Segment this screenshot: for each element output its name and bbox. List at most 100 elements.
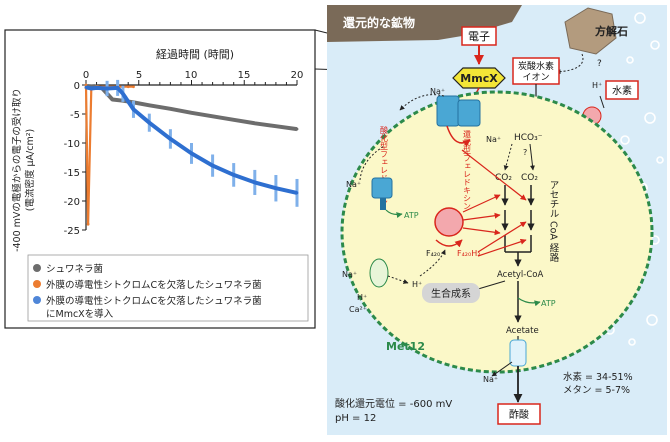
- mineral-label: 還元的な鉱物: [343, 15, 415, 30]
- f420-label: F₄₂₀: [426, 249, 440, 258]
- x-tick-15: 15: [238, 70, 251, 81]
- x-tick-labels: 0 5 10 15 20: [83, 70, 304, 81]
- calcite-mineral: [564, 7, 617, 55]
- legend-marker-shewanella: [33, 264, 41, 272]
- series-shewanella-point: [295, 127, 299, 131]
- y-axis-label-line2: (電流密度 μA/cm²): [24, 129, 36, 211]
- series-deletion-point: [126, 85, 130, 89]
- hco3-label: HCO₃⁻: [514, 133, 543, 143]
- acetate-transporter: [509, 339, 527, 367]
- atp-arrow-left: [385, 209, 403, 218]
- f420h2-label: F₄₂₀H₂: [457, 249, 480, 258]
- electron-donor-arrows: [461, 149, 527, 257]
- series-mmcx-point: [190, 152, 193, 155]
- f420-reduction-arrow: [435, 239, 463, 248]
- calcite-arrow: [555, 53, 584, 75]
- series-mmcx-point: [253, 181, 257, 184]
- electron-label: 電子: [468, 30, 490, 43]
- acetic-acid-label: 酢酸: [509, 408, 529, 421]
- acetyl-coa-label: Acetyl-CoA: [497, 270, 543, 280]
- mmcx-label: MmcX: [460, 72, 498, 85]
- atp-label-left: ATP: [404, 211, 419, 220]
- y-tick-10: -10: [64, 139, 80, 150]
- antiporter: [369, 258, 389, 288]
- acetate-label: Acetate: [506, 326, 539, 336]
- series-mmcx-point: [295, 191, 299, 195]
- biosynthesis-label: 生合成系: [431, 287, 471, 300]
- biosynthesis-badge: [422, 283, 480, 303]
- series-mmcx-point: [84, 85, 88, 89]
- legend-marker-deletion: [33, 280, 41, 288]
- hydrogenase-stalk: [599, 95, 605, 109]
- series-shewanella-point: [232, 118, 236, 122]
- atp-synthase: [371, 177, 393, 199]
- y-tick-labels: 0 -5 -10 -15 -20 -25: [64, 81, 80, 237]
- hydrogen-hplus: H⁺: [592, 81, 602, 90]
- bicarbonate-label-1: 炭酸水素: [518, 60, 554, 72]
- x-tick-0: 0: [83, 70, 89, 81]
- x-tick-20: 20: [291, 70, 304, 81]
- series-mmcx-point: [89, 87, 93, 90]
- top-naplus: Na⁺: [430, 87, 445, 96]
- atp-arrow-right: [517, 297, 541, 307]
- x-tick-10: 10: [185, 70, 198, 81]
- legend-label-mmcx-line2: にMmcXを導入: [46, 308, 114, 320]
- series-mmcx-point: [232, 173, 236, 177]
- hco3-to-co2-1: [503, 143, 513, 171]
- membrane-complex-1: [436, 95, 460, 127]
- membrane-complex-2: [457, 99, 481, 127]
- series-mmcx-point: [132, 107, 135, 111]
- na-export-arrow: [491, 361, 513, 377]
- x-tick-5: 5: [136, 70, 142, 81]
- y-tick-25: -25: [64, 226, 80, 237]
- pathway-arrows: [501, 185, 535, 267]
- series-mmcx-point: [105, 87, 109, 90]
- series-shewanella-point: [190, 111, 193, 115]
- series-deletion-point: [86, 222, 90, 226]
- antiporter-hplus: H⁺: [357, 293, 367, 302]
- redox-potential: 酸化還元電位 = -600 mV: [335, 397, 452, 410]
- hco3-question: ?: [523, 148, 527, 157]
- organism-label: Met12: [386, 340, 425, 353]
- mmcx-protein: [452, 67, 506, 89]
- series-mmcx-point: [169, 137, 172, 141]
- methane-percent: メタン = 5-7%: [563, 385, 630, 396]
- bottom-naplus: Na⁺: [483, 375, 498, 384]
- hplus-to-f420-arrow: [419, 249, 446, 277]
- calcite-question: ?: [597, 59, 602, 69]
- y-tick-5: -5: [70, 110, 80, 121]
- series-mmcx-point: [95, 86, 98, 90]
- hydrogen-box: [605, 80, 639, 100]
- series-mmcx-point: [274, 186, 278, 190]
- legend-label-deletion: 外膜の導電性シトクロムCを欠落したシュワネラ菌: [46, 279, 262, 291]
- series-shewanella-point: [274, 124, 278, 128]
- chart-legend: シュワネラ菌 外膜の導電性シトクロムCを欠落したシュワネラ菌 外膜の導電性シトク…: [27, 254, 309, 322]
- f420-enzyme: [434, 207, 464, 237]
- series-shewanella-point: [147, 103, 151, 107]
- y-axis-title: -400 mVの電極からの電子の受け取り (電流密度 μA/cm²): [11, 88, 36, 252]
- atp-synthase-stalk: [380, 198, 386, 210]
- series-mmcx-point: [121, 92, 125, 96]
- y-tick-15: -15: [64, 168, 80, 179]
- antiporter-ca: Ca²⁺: [349, 305, 367, 314]
- hco3-to-co2-2: [529, 143, 535, 171]
- top-naplus-in: Na⁺: [486, 135, 501, 144]
- inner-hplus: H⁺: [412, 280, 422, 289]
- co2-right: CO₂: [521, 173, 538, 183]
- y-axis-label-line1: -400 mVの電極からの電子の受け取り: [11, 88, 23, 252]
- series-mmcx-point: [211, 164, 215, 168]
- hydrogen-label: 水素: [612, 84, 632, 97]
- series-mmcx-point: [147, 121, 151, 125]
- ph-value: pH = 12: [335, 413, 376, 424]
- series-mmcx-point: [116, 86, 120, 90]
- series-shewanella-point: [253, 121, 257, 125]
- bicarbonate-label-2: イオン: [522, 72, 549, 83]
- legend-marker-mmcx: [33, 296, 41, 304]
- co2-left: CO₂: [495, 173, 512, 183]
- series-shewanella-point: [110, 98, 114, 101]
- series-deletion-point: [132, 85, 135, 89]
- legend-label-mmcx-line1: 外膜の導電性シトクロムCを欠落したシュワネラ菌: [46, 295, 262, 307]
- y-tick-20: -20: [64, 197, 80, 208]
